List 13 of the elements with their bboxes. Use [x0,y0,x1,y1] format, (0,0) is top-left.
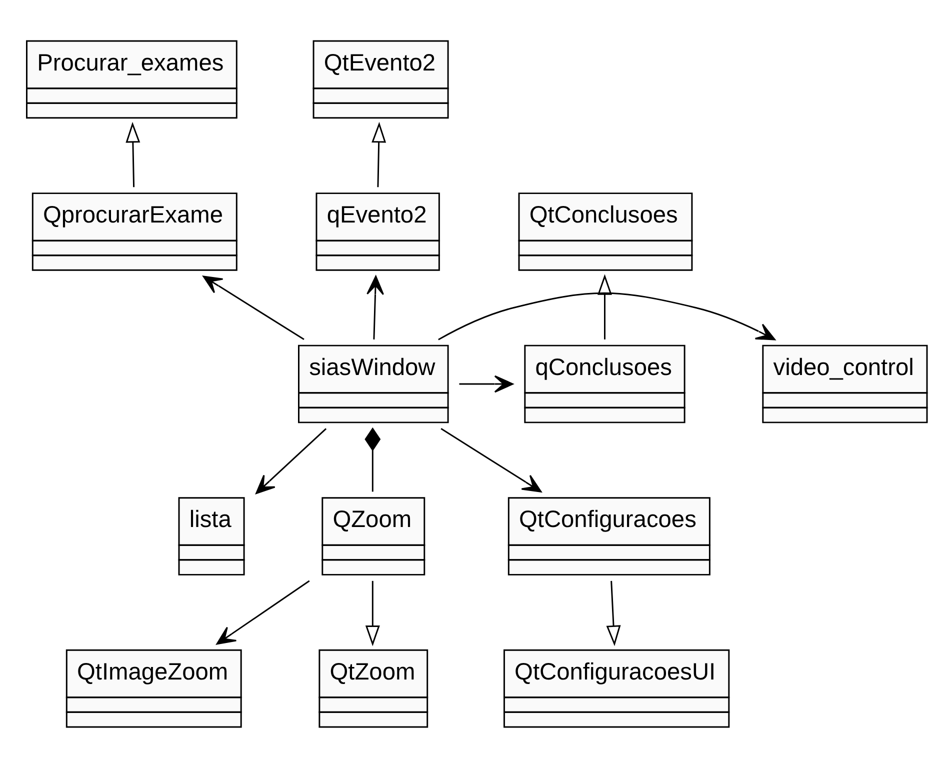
arrow [216,580,310,644]
arrow [125,121,140,187]
arrow [458,374,513,392]
arrow [438,292,775,340]
arrow [440,428,542,492]
arrow [371,121,386,187]
arrow [596,274,612,339]
arrow [255,428,326,494]
arrow [364,580,380,646]
arrow [366,275,384,339]
arrow [202,275,304,340]
connector [364,426,380,492]
arrow [606,580,620,646]
